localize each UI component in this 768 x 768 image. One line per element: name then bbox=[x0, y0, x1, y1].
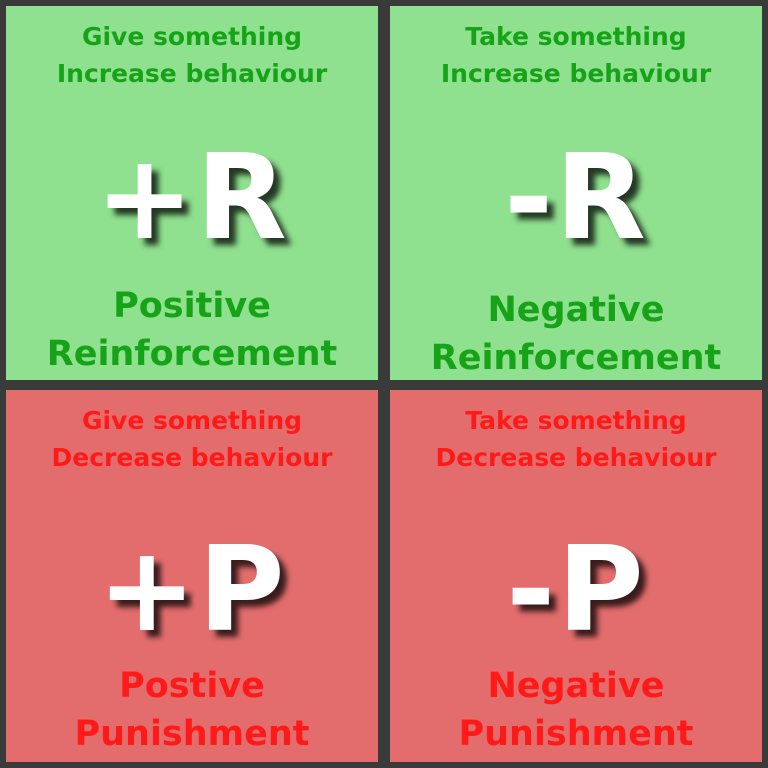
quadrant-description: Give something Increase behaviour bbox=[6, 18, 378, 92]
quadrant-negative-reinforcement: Take something Increase behaviour -R Neg… bbox=[390, 6, 762, 380]
quadrant-name: Negative Reinforcement bbox=[390, 286, 762, 382]
quadrant-name-line2: Punishment bbox=[458, 714, 694, 754]
action-label: Take something bbox=[465, 22, 687, 51]
quadrant-name-line1: Negative bbox=[487, 290, 665, 330]
quadrant-symbol: +P bbox=[97, 520, 287, 658]
quadrant-symbol: +R bbox=[95, 128, 289, 266]
quadrant-name: Postive Punishment bbox=[6, 662, 378, 758]
quadrant-description: Give something Decrease behaviour bbox=[6, 402, 378, 476]
action-label: Give something bbox=[81, 406, 303, 435]
action-label: Give something bbox=[81, 22, 303, 51]
effect-label: Increase behaviour bbox=[440, 59, 712, 88]
quadrant-positive-punishment: Give something Decrease behaviour +P Pos… bbox=[6, 390, 378, 762]
action-label: Take something bbox=[465, 406, 687, 435]
effect-label: Decrease behaviour bbox=[51, 443, 333, 472]
quadrant-name: Negative Punishment bbox=[390, 662, 762, 758]
effect-label: Increase behaviour bbox=[56, 59, 328, 88]
quadrant-name-line2: Reinforcement bbox=[430, 338, 722, 378]
effect-label: Decrease behaviour bbox=[435, 443, 717, 472]
quadrant-symbol: -R bbox=[504, 128, 648, 266]
quadrant-name-line2: Reinforcement bbox=[46, 334, 338, 374]
quadrant-description: Take something Increase behaviour bbox=[390, 18, 762, 92]
quadrant-negative-punishment: Take something Decrease behaviour -P Neg… bbox=[390, 390, 762, 762]
quadrant-positive-reinforcement: Give something Increase behaviour +R Pos… bbox=[6, 6, 378, 380]
quadrant-name-line1: Positive bbox=[113, 286, 271, 326]
quadrant-symbol: -P bbox=[506, 520, 646, 658]
quadrant-name: Positive Reinforcement bbox=[6, 282, 378, 378]
quadrant-name-line1: Postive bbox=[119, 666, 265, 706]
quadrant-name-line1: Negative bbox=[487, 666, 665, 706]
quadrant-name-line2: Punishment bbox=[74, 714, 310, 754]
quadrant-description: Take something Decrease behaviour bbox=[390, 402, 762, 476]
